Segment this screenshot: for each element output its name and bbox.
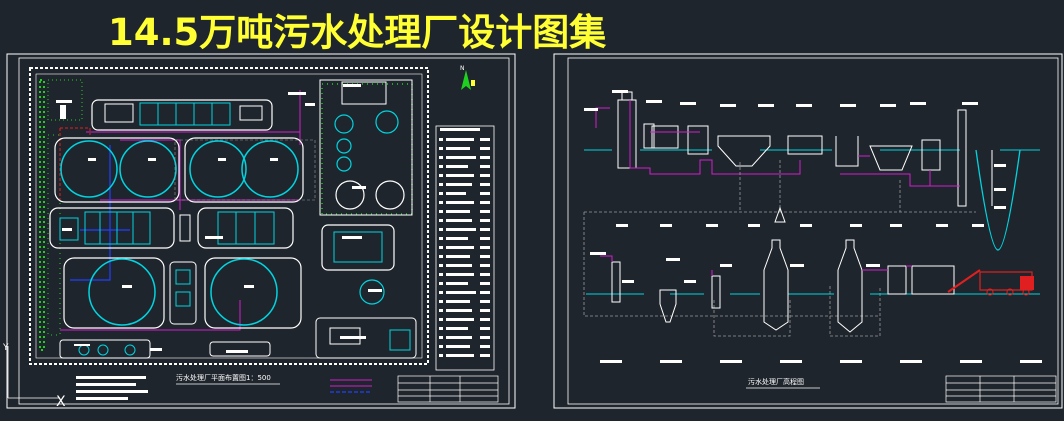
right-sheet-inner-border (567, 57, 1059, 405)
process-line (595, 100, 960, 187)
left-title-block (397, 375, 499, 403)
right-sheet-caption: 污水处理厂高程图 (748, 377, 804, 386)
right-sheet: 污水处理厂高程图 (553, 53, 1063, 409)
right-sheet-border (553, 53, 1063, 409)
site-fence (29, 67, 429, 365)
profile-structures-top (617, 91, 967, 207)
sludge-zone (319, 79, 413, 305)
sludge-pipe (59, 127, 91, 200)
north-arrow: N (460, 65, 475, 90)
pretreatment-block (91, 99, 273, 131)
profile-structures-bottom (611, 239, 955, 333)
blue-pipes (70, 145, 372, 393)
left-sheet: N (2, 53, 516, 410)
receiving-water-profile (975, 149, 1021, 251)
right-title-block (945, 375, 1057, 403)
legend-table (435, 125, 495, 371)
ucs-icon: Y X (2, 343, 66, 410)
ucs-x-label: X (56, 394, 66, 410)
drawing-set-title: 14.5万吨污水处理厂设计图集 (108, 11, 607, 54)
blower-symbol (774, 206, 786, 223)
profile-labels-bottom (590, 252, 1042, 363)
sludge-truck-icon (947, 269, 1034, 296)
clarifier-row-1 (54, 137, 316, 203)
label-tags (56, 84, 382, 353)
left-sheet-inner-border (18, 57, 510, 405)
left-sheet-caption: 污水处理厂平面布置图1：500 (176, 373, 271, 382)
return-connections (583, 160, 976, 337)
profile-labels-top (584, 90, 1006, 227)
clarifier-row-3 (63, 257, 302, 329)
ucs-y-label: Y (2, 343, 9, 353)
aeration-tanks (49, 207, 294, 249)
notes-block (76, 376, 148, 400)
north-arrow-label: N (460, 65, 465, 72)
left-sheet-border (6, 53, 516, 409)
sludge-pipes-bottom (600, 255, 912, 276)
